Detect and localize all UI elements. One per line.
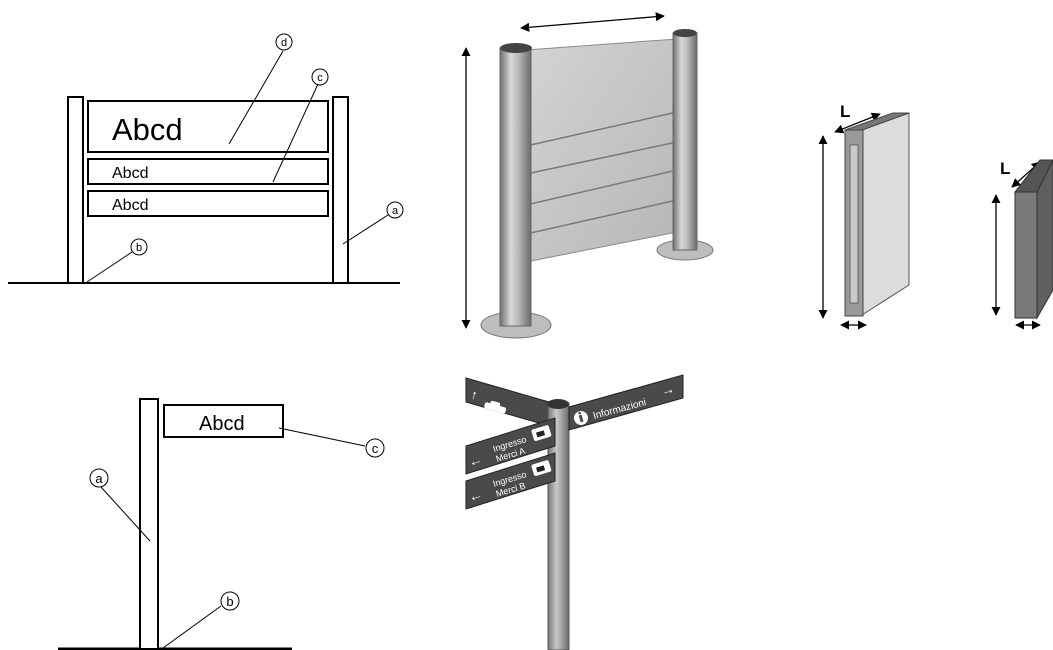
callout-b-2-circle — [220, 591, 240, 611]
callout-c-2-label: c — [372, 441, 379, 456]
leader-d — [228, 50, 284, 145]
profile-detail-small: L — [818, 102, 910, 330]
callout-c-2-circle — [365, 438, 385, 458]
callout-a-label: a — [392, 205, 399, 217]
signpost-3d-render: ↑ Informazioni → ← Ingresso Merci A ← In… — [465, 374, 684, 650]
profile-small-length-arrow — [834, 112, 881, 134]
sign-back-left — [465, 377, 557, 429]
callout-a-circle — [386, 201, 404, 219]
callout-a-2-circle — [89, 468, 109, 488]
large-panel — [87, 100, 329, 153]
leader-b-2 — [162, 605, 222, 649]
callout-d-circle — [275, 33, 293, 51]
callout-d-label: d — [281, 37, 287, 49]
sign-right-arrow: → — [659, 380, 677, 399]
signpost-pole-cap — [547, 399, 569, 409]
single-post — [139, 398, 159, 650]
leader-a — [342, 214, 389, 245]
callout-b-circle — [130, 238, 148, 256]
panel-groove-4 — [525, 199, 678, 235]
single-post-sign-diagram: Abcd c a b — [58, 398, 385, 650]
small-panel-2 — [87, 190, 329, 217]
truck-icon-2 — [531, 460, 552, 476]
left-post-cap — [500, 43, 532, 53]
totem-3d-render — [461, 12, 714, 339]
sign-left-2-arrow: ← — [466, 485, 484, 504]
callout-c-circle — [311, 68, 329, 86]
small-panel-2-text: Abcd — [112, 197, 148, 214]
profile-detail-large: L — [991, 159, 1053, 330]
large-panel-text: Abcd — [112, 112, 183, 147]
callout-c-label: c — [317, 72, 323, 84]
leader-b — [86, 251, 133, 283]
small-panel-1-text: Abcd — [112, 165, 148, 182]
callout-b-label: b — [136, 242, 142, 254]
left-post — [67, 96, 84, 284]
truck-icon — [531, 425, 552, 441]
profile-small-channel — [849, 144, 859, 304]
sign-back-left-arrow: ↑ — [469, 386, 479, 402]
panel-groove-1 — [525, 111, 678, 147]
width-dimension-arrow — [520, 12, 665, 32]
info-icon — [574, 411, 588, 425]
profile-large-length-label: L — [1000, 159, 1010, 178]
profile-large-edge — [1014, 191, 1038, 319]
two-post-sign-diagram: Abcd Abcd Abcd d c a b — [8, 33, 404, 284]
right-post — [332, 96, 349, 284]
sign-left-1-arrow: ← — [466, 450, 484, 469]
right-post-cap — [673, 29, 697, 37]
leader-a-2 — [100, 486, 151, 542]
flag-panel-text: Abcd — [199, 413, 245, 435]
car-icon — [484, 400, 507, 414]
leader-c-2 — [278, 427, 366, 447]
callout-b-2-label: b — [226, 594, 233, 609]
leader-c — [272, 83, 319, 183]
small-panel-1 — [87, 158, 329, 185]
panel-groove-2 — [525, 141, 678, 175]
right-round-post — [672, 32, 698, 251]
profile-small-length-label: L — [840, 102, 850, 121]
flag-panel — [163, 404, 284, 438]
sign-right — [568, 374, 684, 431]
panel-groove-3 — [525, 169, 678, 206]
profile-small-face — [861, 112, 910, 316]
left-round-post — [499, 47, 532, 327]
callout-a-2-label: a — [95, 471, 103, 486]
